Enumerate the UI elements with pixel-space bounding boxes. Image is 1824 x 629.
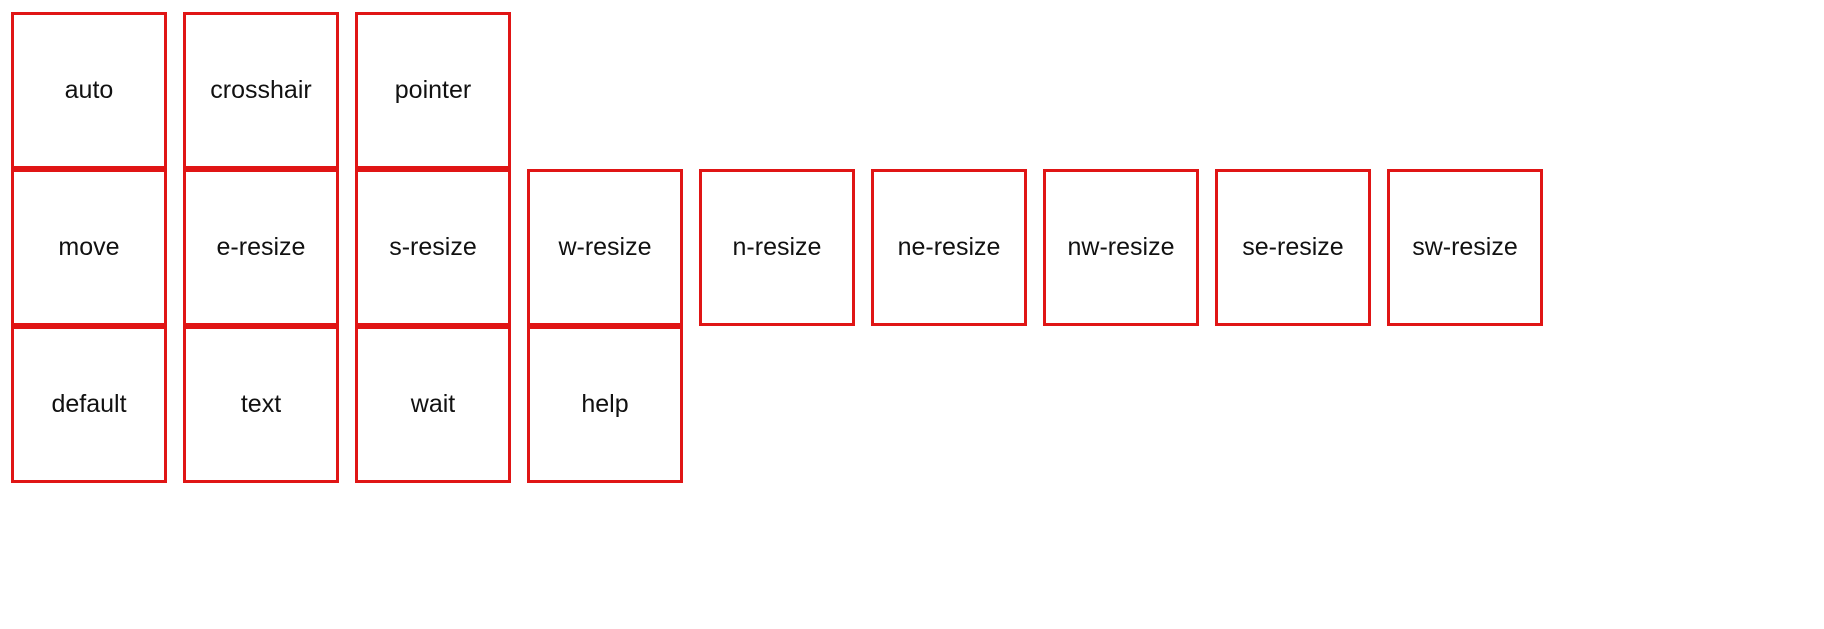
cursor-box-label: n-resize xyxy=(732,233,822,261)
cursor-box-label: e-resize xyxy=(216,233,306,261)
cursor-box-label: auto xyxy=(64,76,114,104)
cursor-box-wait[interactable]: wait xyxy=(355,326,511,483)
cursor-box-pointer[interactable]: pointer xyxy=(355,12,511,169)
cursor-box-auto[interactable]: auto xyxy=(11,12,167,169)
cursor-box-nw-resize[interactable]: nw-resize xyxy=(1043,169,1199,326)
cursor-box-help[interactable]: help xyxy=(527,326,683,483)
cursor-box-w-resize[interactable]: w-resize xyxy=(527,169,683,326)
cursor-box-n-resize[interactable]: n-resize xyxy=(699,169,855,326)
cursor-box-move[interactable]: move xyxy=(11,169,167,326)
cursor-box-crosshair[interactable]: crosshair xyxy=(183,12,339,169)
cursor-box-sw-resize[interactable]: sw-resize xyxy=(1387,169,1543,326)
cursor-box-label: move xyxy=(58,233,120,261)
cursor-box-label: sw-resize xyxy=(1412,233,1518,261)
cursor-box-ne-resize[interactable]: ne-resize xyxy=(871,169,1027,326)
cursor-box-label: text xyxy=(240,390,282,418)
cursor-box-label: w-resize xyxy=(558,233,652,261)
cursor-box-label: s-resize xyxy=(389,233,477,261)
cursor-box-label: pointer xyxy=(394,76,472,104)
cursor-box-se-resize[interactable]: se-resize xyxy=(1215,169,1371,326)
cursor-box-s-resize[interactable]: s-resize xyxy=(355,169,511,326)
cursor-box-label: nw-resize xyxy=(1067,233,1175,261)
cursor-box-text[interactable]: text xyxy=(183,326,339,483)
cursor-box-label: se-resize xyxy=(1242,233,1344,261)
cursor-box-label: default xyxy=(51,390,127,418)
cursor-box-e-resize[interactable]: e-resize xyxy=(183,169,339,326)
cursor-box-default[interactable]: default xyxy=(11,326,167,483)
cursor-box-label: wait xyxy=(410,390,456,418)
cursor-box-label: ne-resize xyxy=(897,233,1001,261)
cursor-box-label: crosshair xyxy=(210,76,312,104)
cursor-box-label: help xyxy=(581,390,629,418)
